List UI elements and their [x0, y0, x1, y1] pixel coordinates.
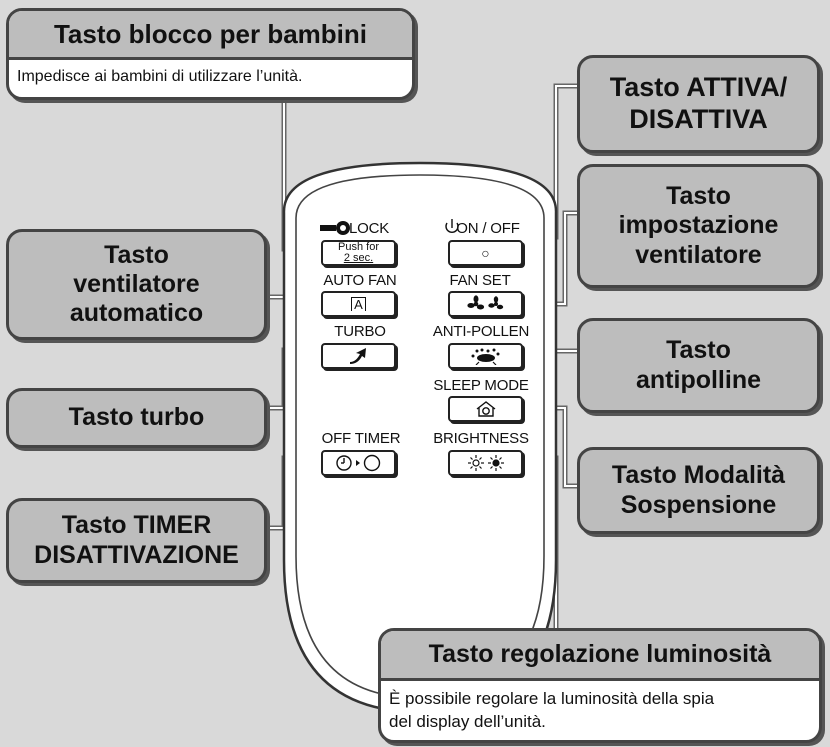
brightness-title: Tasto regolazione luminosità — [381, 631, 819, 681]
fan-set-label: FAN SET — [449, 272, 511, 289]
brightness-callout: Tasto regolazione luminosità È possibile… — [378, 628, 822, 743]
push-for-text: Push for — [338, 241, 379, 253]
power-icon — [445, 219, 459, 233]
anti-pollen-button[interactable] — [448, 343, 523, 369]
anti-pollen-icon — [471, 348, 499, 365]
off-timer-callout: Tasto TIMER DISATTIVAZIONE — [6, 498, 267, 583]
sleep-callout-line1: Tasto Modalità — [611, 461, 786, 490]
auto-fan-icon: A — [351, 297, 366, 311]
turbo-arrow-icon — [349, 348, 366, 364]
on-off-button[interactable]: ○ — [448, 240, 523, 266]
off-timer-callout-line2: DISATTIVAZIONE — [34, 540, 239, 569]
turbo-label: TURBO — [334, 323, 386, 340]
turbo-callout-line1: Tasto turbo — [68, 403, 205, 432]
off-timer-icon — [335, 454, 380, 472]
fan-set-callout: Tasto impostazione ventilatore — [577, 164, 820, 288]
child-lock-title: Tasto blocco per bambini — [9, 11, 412, 60]
lock-button[interactable]: Push for 2 sec. — [321, 240, 396, 266]
on-off-label: ON / OFF — [456, 220, 520, 237]
brightness-desc-line2: del display dell’unità. — [389, 711, 546, 731]
auto-fan-symbol: A — [354, 297, 363, 312]
brightness-description: È possibile regolare la luminosità della… — [381, 681, 819, 734]
fan-set-callout-line1: Tasto — [666, 182, 731, 211]
auto-fan-callout-line3: automatico — [69, 299, 204, 328]
sleep-mode-callout: Tasto Modalità Sospensione — [577, 447, 820, 534]
lock-label: LOCK — [348, 220, 390, 237]
brightness-label: BRIGHTNESS — [433, 430, 529, 447]
anti-pollen-callout-line2: antipolline — [636, 365, 761, 394]
on-off-callout-line2: DISATTIVA — [629, 104, 768, 134]
anti-pollen-callout: Tasto antipolline — [577, 318, 820, 413]
on-off-callout-line1: Tasto ATTIVA/ — [609, 72, 788, 103]
fan-set-button[interactable] — [448, 291, 523, 317]
on-off-callout: Tasto ATTIVA/ DISATTIVA — [577, 55, 820, 153]
two-sec-text: 2 sec. — [343, 252, 374, 264]
sleep-mode-button[interactable] — [448, 396, 523, 422]
brightness-sun-icon — [467, 455, 504, 471]
off-timer-label: OFF TIMER — [321, 430, 401, 447]
child-lock-callout: Tasto blocco per bambini Impedisce ai ba… — [6, 8, 415, 100]
auto-fan-callout-line2: ventilatore — [73, 269, 200, 298]
auto-fan-callout-line1: Tasto — [104, 240, 169, 269]
turbo-button[interactable] — [321, 343, 396, 369]
anti-pollen-label: ANTI-POLLEN — [432, 323, 530, 340]
anti-pollen-callout-line1: Tasto — [666, 336, 731, 365]
sleep-house-icon — [476, 401, 495, 417]
brightness-button[interactable] — [448, 450, 523, 476]
off-timer-callout-line1: Tasto TIMER — [61, 511, 212, 540]
fan-set-callout-line3: ventilatore — [635, 240, 762, 269]
brightness-desc-line1: È possibile regolare la luminosità della… — [389, 689, 715, 708]
fan-icon — [466, 295, 503, 310]
off-timer-button[interactable] — [321, 450, 396, 476]
key-icon — [320, 221, 350, 235]
turbo-callout: Tasto turbo — [6, 388, 267, 448]
auto-fan-label: AUTO FAN — [323, 272, 397, 289]
auto-fan-callout: Tasto ventilatore automatico — [6, 229, 267, 340]
child-lock-description: Impedisce ai bambini di utilizzare l’uni… — [17, 68, 303, 85]
auto-fan-button[interactable]: A — [321, 291, 396, 317]
sleep-mode-label: SLEEP MODE — [433, 377, 529, 394]
sleep-callout-line2: Sospensione — [620, 490, 777, 519]
circle-icon: ○ — [481, 245, 490, 261]
fan-set-callout-line2: impostazione — [618, 211, 779, 240]
